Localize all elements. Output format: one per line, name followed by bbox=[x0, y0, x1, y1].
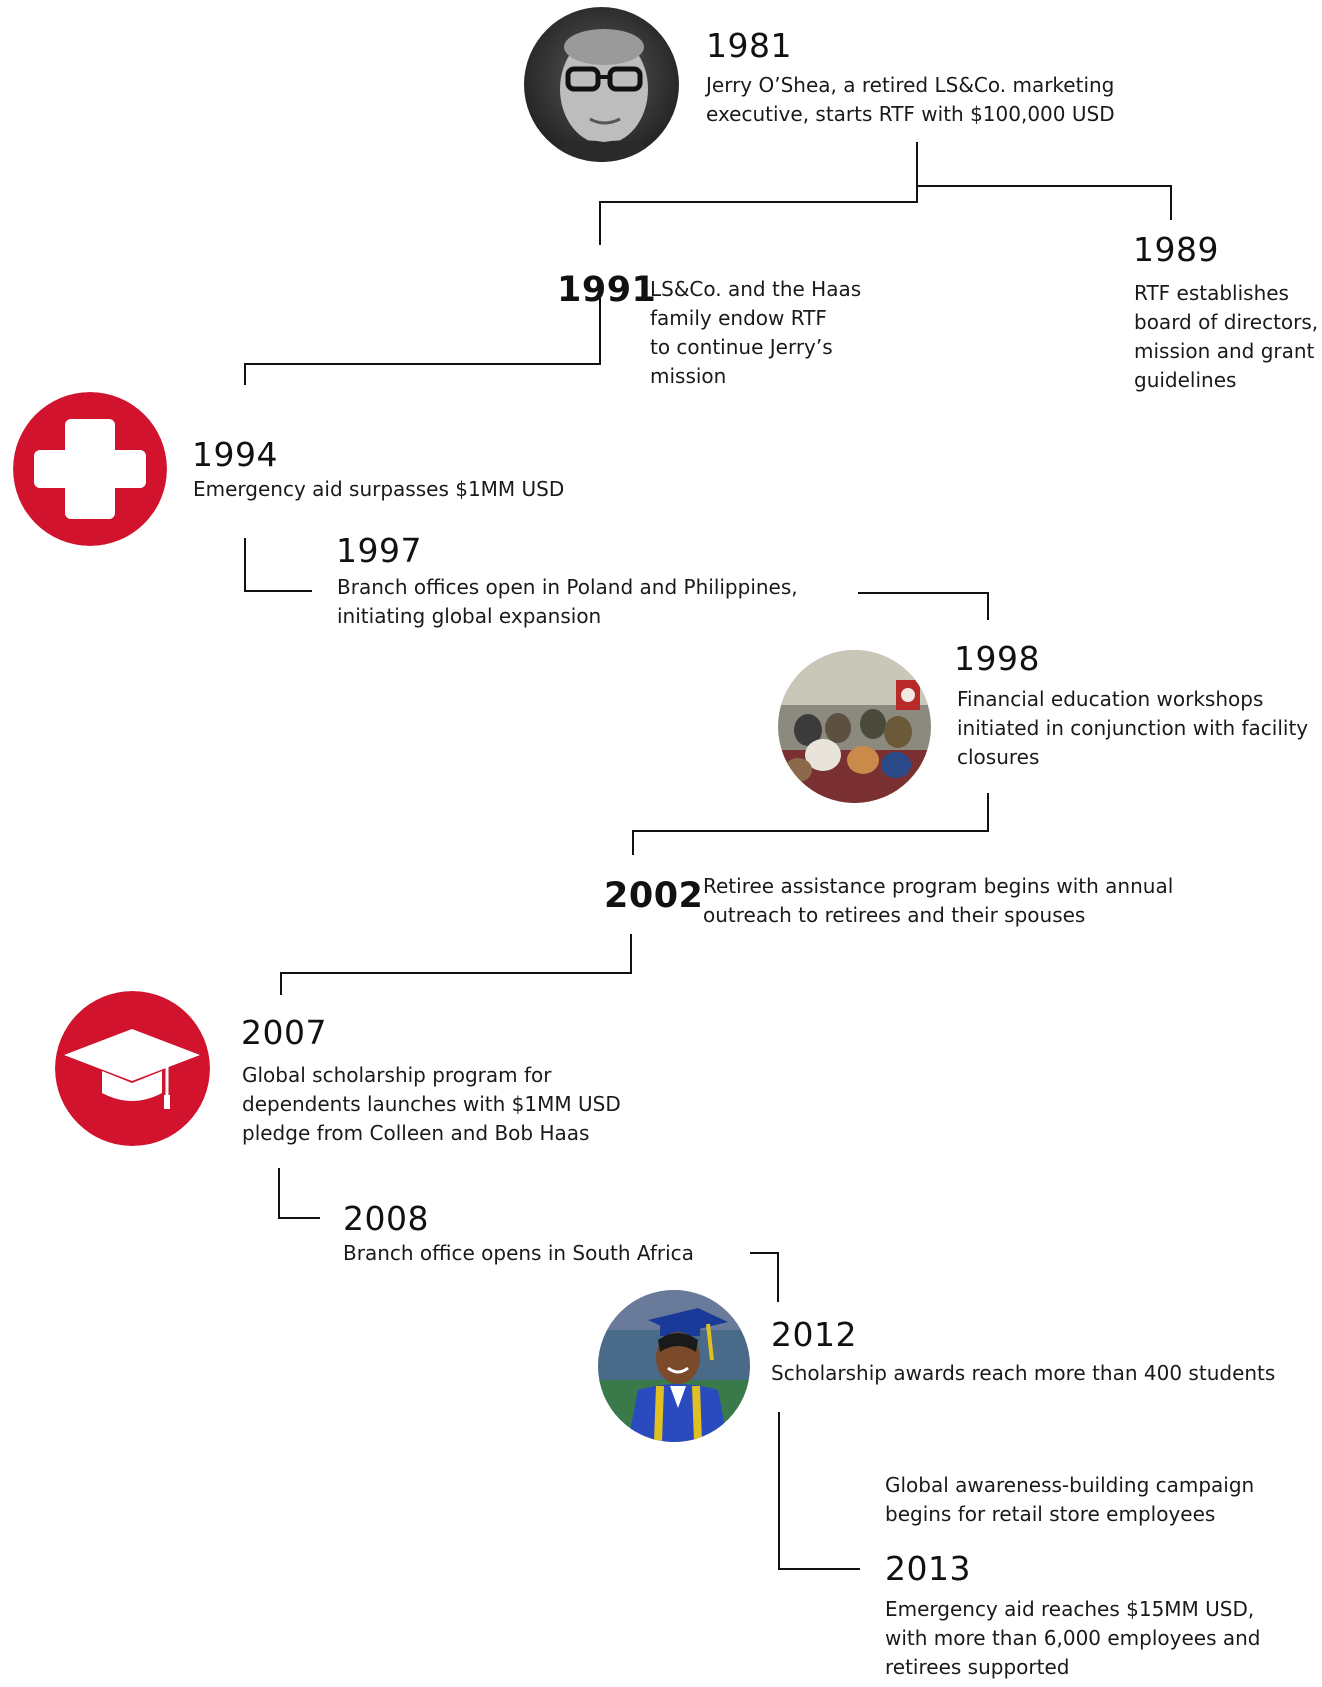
connector-1981-1991 bbox=[599, 142, 918, 245]
event-2008-description: Branch office opens in South Africa bbox=[343, 1241, 694, 1265]
event-1998-description: Financial education workshops initiated … bbox=[957, 687, 1309, 769]
connector-1981-1989 bbox=[917, 185, 1172, 220]
connector-2012-2013 bbox=[778, 1412, 860, 1570]
event-1997-description: Branch offices open in Poland and Philip… bbox=[337, 575, 798, 628]
graduation-cap-icon bbox=[55, 991, 210, 1146]
portrait-photo-1981 bbox=[524, 7, 679, 162]
connector-2002-2007 bbox=[280, 934, 632, 995]
event-2013-description: Emergency aid reaches $15MM USD, with mo… bbox=[885, 1597, 1261, 1679]
event-1994-description: Emergency aid surpasses $1MM USD bbox=[193, 477, 565, 501]
year-2013: 2013 bbox=[885, 1549, 971, 1588]
graduate-photo-2012 bbox=[598, 1290, 750, 1442]
year-1994: 1994 bbox=[192, 435, 278, 474]
year-1991: 1991 bbox=[557, 270, 657, 310]
event-1991-description: LS&Co. and the Haas family endow RTF to … bbox=[650, 277, 862, 388]
year-2008: 2008 bbox=[343, 1199, 429, 1238]
year-1997: 1997 bbox=[336, 531, 422, 570]
event-2002-description: Retiree assistance program begins with a… bbox=[703, 874, 1174, 927]
event-1981-description: Jerry O’Shea, a retired LS&Co. marketing… bbox=[706, 73, 1115, 126]
workshop-photo-1998 bbox=[778, 650, 931, 803]
year-2007: 2007 bbox=[241, 1013, 327, 1052]
connector-1994-1997 bbox=[244, 538, 312, 592]
connector-2008-2012 bbox=[750, 1252, 779, 1302]
connector-2007-2008 bbox=[278, 1168, 320, 1219]
connector-1998-2002 bbox=[632, 793, 989, 855]
year-1989: 1989 bbox=[1133, 230, 1219, 269]
event-2007-description: Global scholarship program for dependent… bbox=[242, 1063, 621, 1145]
connector-1997-1998 bbox=[858, 592, 989, 620]
year-2012: 2012 bbox=[771, 1315, 857, 1354]
event-2013-campaign-description: Global awareness-building campaign begin… bbox=[885, 1473, 1255, 1526]
year-1981: 1981 bbox=[706, 26, 792, 65]
year-1998: 1998 bbox=[954, 639, 1040, 678]
year-2002: 2002 bbox=[604, 876, 704, 916]
medical-cross-icon bbox=[13, 392, 167, 546]
connector-1991-1994 bbox=[244, 298, 601, 385]
event-2012-description: Scholarship awards reach more than 400 s… bbox=[771, 1361, 1276, 1385]
event-1989-description: RTF establishes board of directors, miss… bbox=[1134, 281, 1319, 392]
